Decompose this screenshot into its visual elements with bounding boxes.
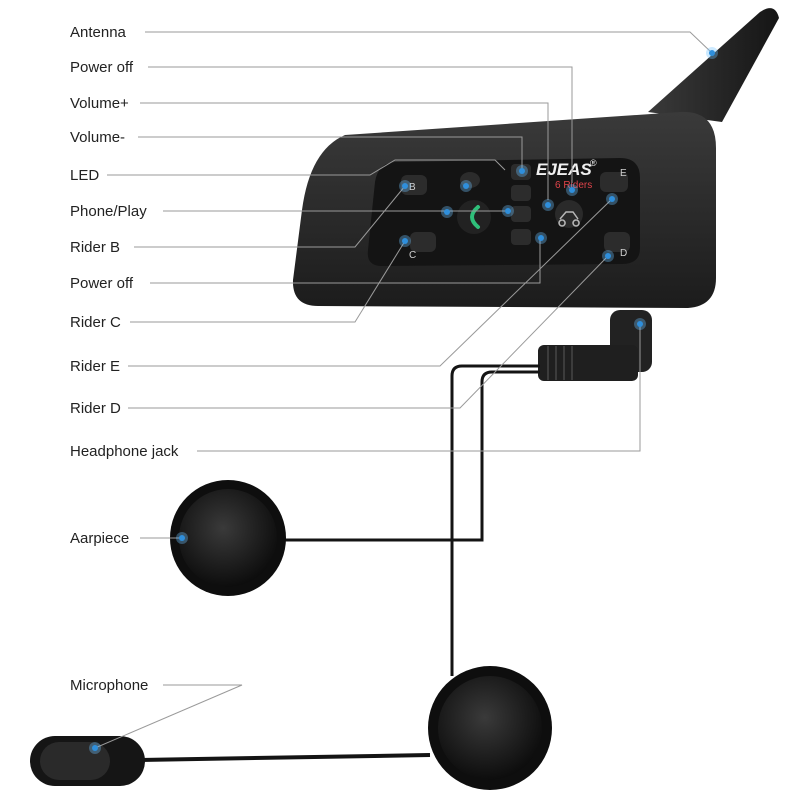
label-headphone-jack: Headphone jack	[70, 443, 179, 460]
device-subtitle: 6 Riders	[555, 180, 592, 191]
power-off-1-dot	[569, 187, 575, 193]
leader-headphone-jack	[197, 324, 641, 452]
label-earpiece: Aarpiece	[70, 530, 129, 547]
callout-labels: Antenna Power off Volume+ Volume- LED Ph…	[70, 24, 179, 694]
label-power-off-2: Power off	[70, 275, 134, 292]
phone-icon	[470, 205, 480, 229]
key-e-letter: E	[620, 168, 627, 179]
leader-lines	[94, 31, 713, 749]
leader-rider-e	[128, 198, 613, 367]
leader-volume-down	[138, 136, 523, 171]
earpiece-dot	[179, 535, 185, 541]
label-rider-d: Rider D	[70, 400, 121, 417]
label-volume-up: Volume+	[70, 95, 129, 112]
rider-b-button[interactable]	[401, 175, 427, 195]
leader-microphone	[94, 684, 243, 749]
plug-ridges	[547, 346, 573, 380]
antenna-shape	[648, 8, 779, 122]
cable-assembly	[139, 310, 652, 762]
label-rider-c: Rider C	[70, 314, 121, 331]
rider-e-button[interactable]	[600, 172, 628, 192]
earpiece-speaker-2	[428, 666, 552, 790]
volume-down-button[interactable]	[511, 185, 531, 201]
cable-to-microphone-speaker	[450, 364, 540, 676]
rider-c-dot	[402, 238, 408, 244]
leader-antenna	[145, 31, 713, 54]
rider-d-dot	[605, 253, 611, 259]
volume-down-dot	[519, 168, 525, 174]
headphone-jack-dot	[637, 321, 643, 327]
label-phone-play: Phone/Play	[70, 203, 147, 220]
leader-power-off-1	[148, 66, 573, 183]
cable-to-earpiece	[282, 370, 540, 542]
phone-play-dot	[444, 209, 450, 215]
jack-plug-horizontal	[538, 345, 638, 381]
earpiece-speaker-1	[170, 480, 286, 596]
indicator-dots	[89, 47, 718, 754]
label-rider-b: Rider B	[70, 239, 120, 256]
rider-c-button[interactable]	[410, 232, 436, 252]
intercom-device: B C D E EJEAS ® 6 Riders	[292, 8, 779, 309]
key-b-letter: B	[409, 182, 416, 193]
label-volume-down: Volume-	[70, 129, 125, 146]
label-power-off-1: Power off	[70, 59, 134, 76]
leader-rider-c	[130, 240, 406, 323]
leader-rider-b	[134, 185, 406, 248]
key-c-letter: C	[409, 250, 416, 261]
key-d-letter: D	[620, 248, 627, 259]
label-led: LED	[70, 167, 99, 184]
leader-led	[107, 159, 506, 176]
label-rider-e: Rider E	[70, 358, 120, 375]
label-antenna: Antenna	[70, 24, 127, 41]
registered-mark: ®	[590, 158, 597, 168]
microphone-boom	[30, 736, 145, 786]
microphone-dot	[92, 745, 98, 751]
leader-power-off-2	[150, 237, 541, 284]
power-off-2-dot	[538, 235, 544, 241]
label-microphone: Microphone	[70, 677, 148, 694]
menu-button[interactable]	[511, 229, 531, 245]
leader-volume-up	[140, 102, 549, 200]
cable-to-microphone	[139, 753, 431, 762]
antenna-dot	[709, 50, 715, 56]
brand-logo: EJEAS	[536, 160, 592, 179]
rider-d-button[interactable]	[604, 232, 630, 252]
rider-b-dot	[402, 183, 408, 189]
power-button[interactable]	[511, 206, 531, 222]
moto-logo-button[interactable]	[555, 200, 583, 228]
volume-up-dot	[545, 202, 551, 208]
led-dot	[463, 183, 469, 189]
phone-play-dot-2	[505, 208, 511, 214]
motorcycle-icon	[558, 211, 580, 227]
rider-e-dot	[609, 196, 615, 202]
leader-rider-d	[128, 255, 609, 409]
